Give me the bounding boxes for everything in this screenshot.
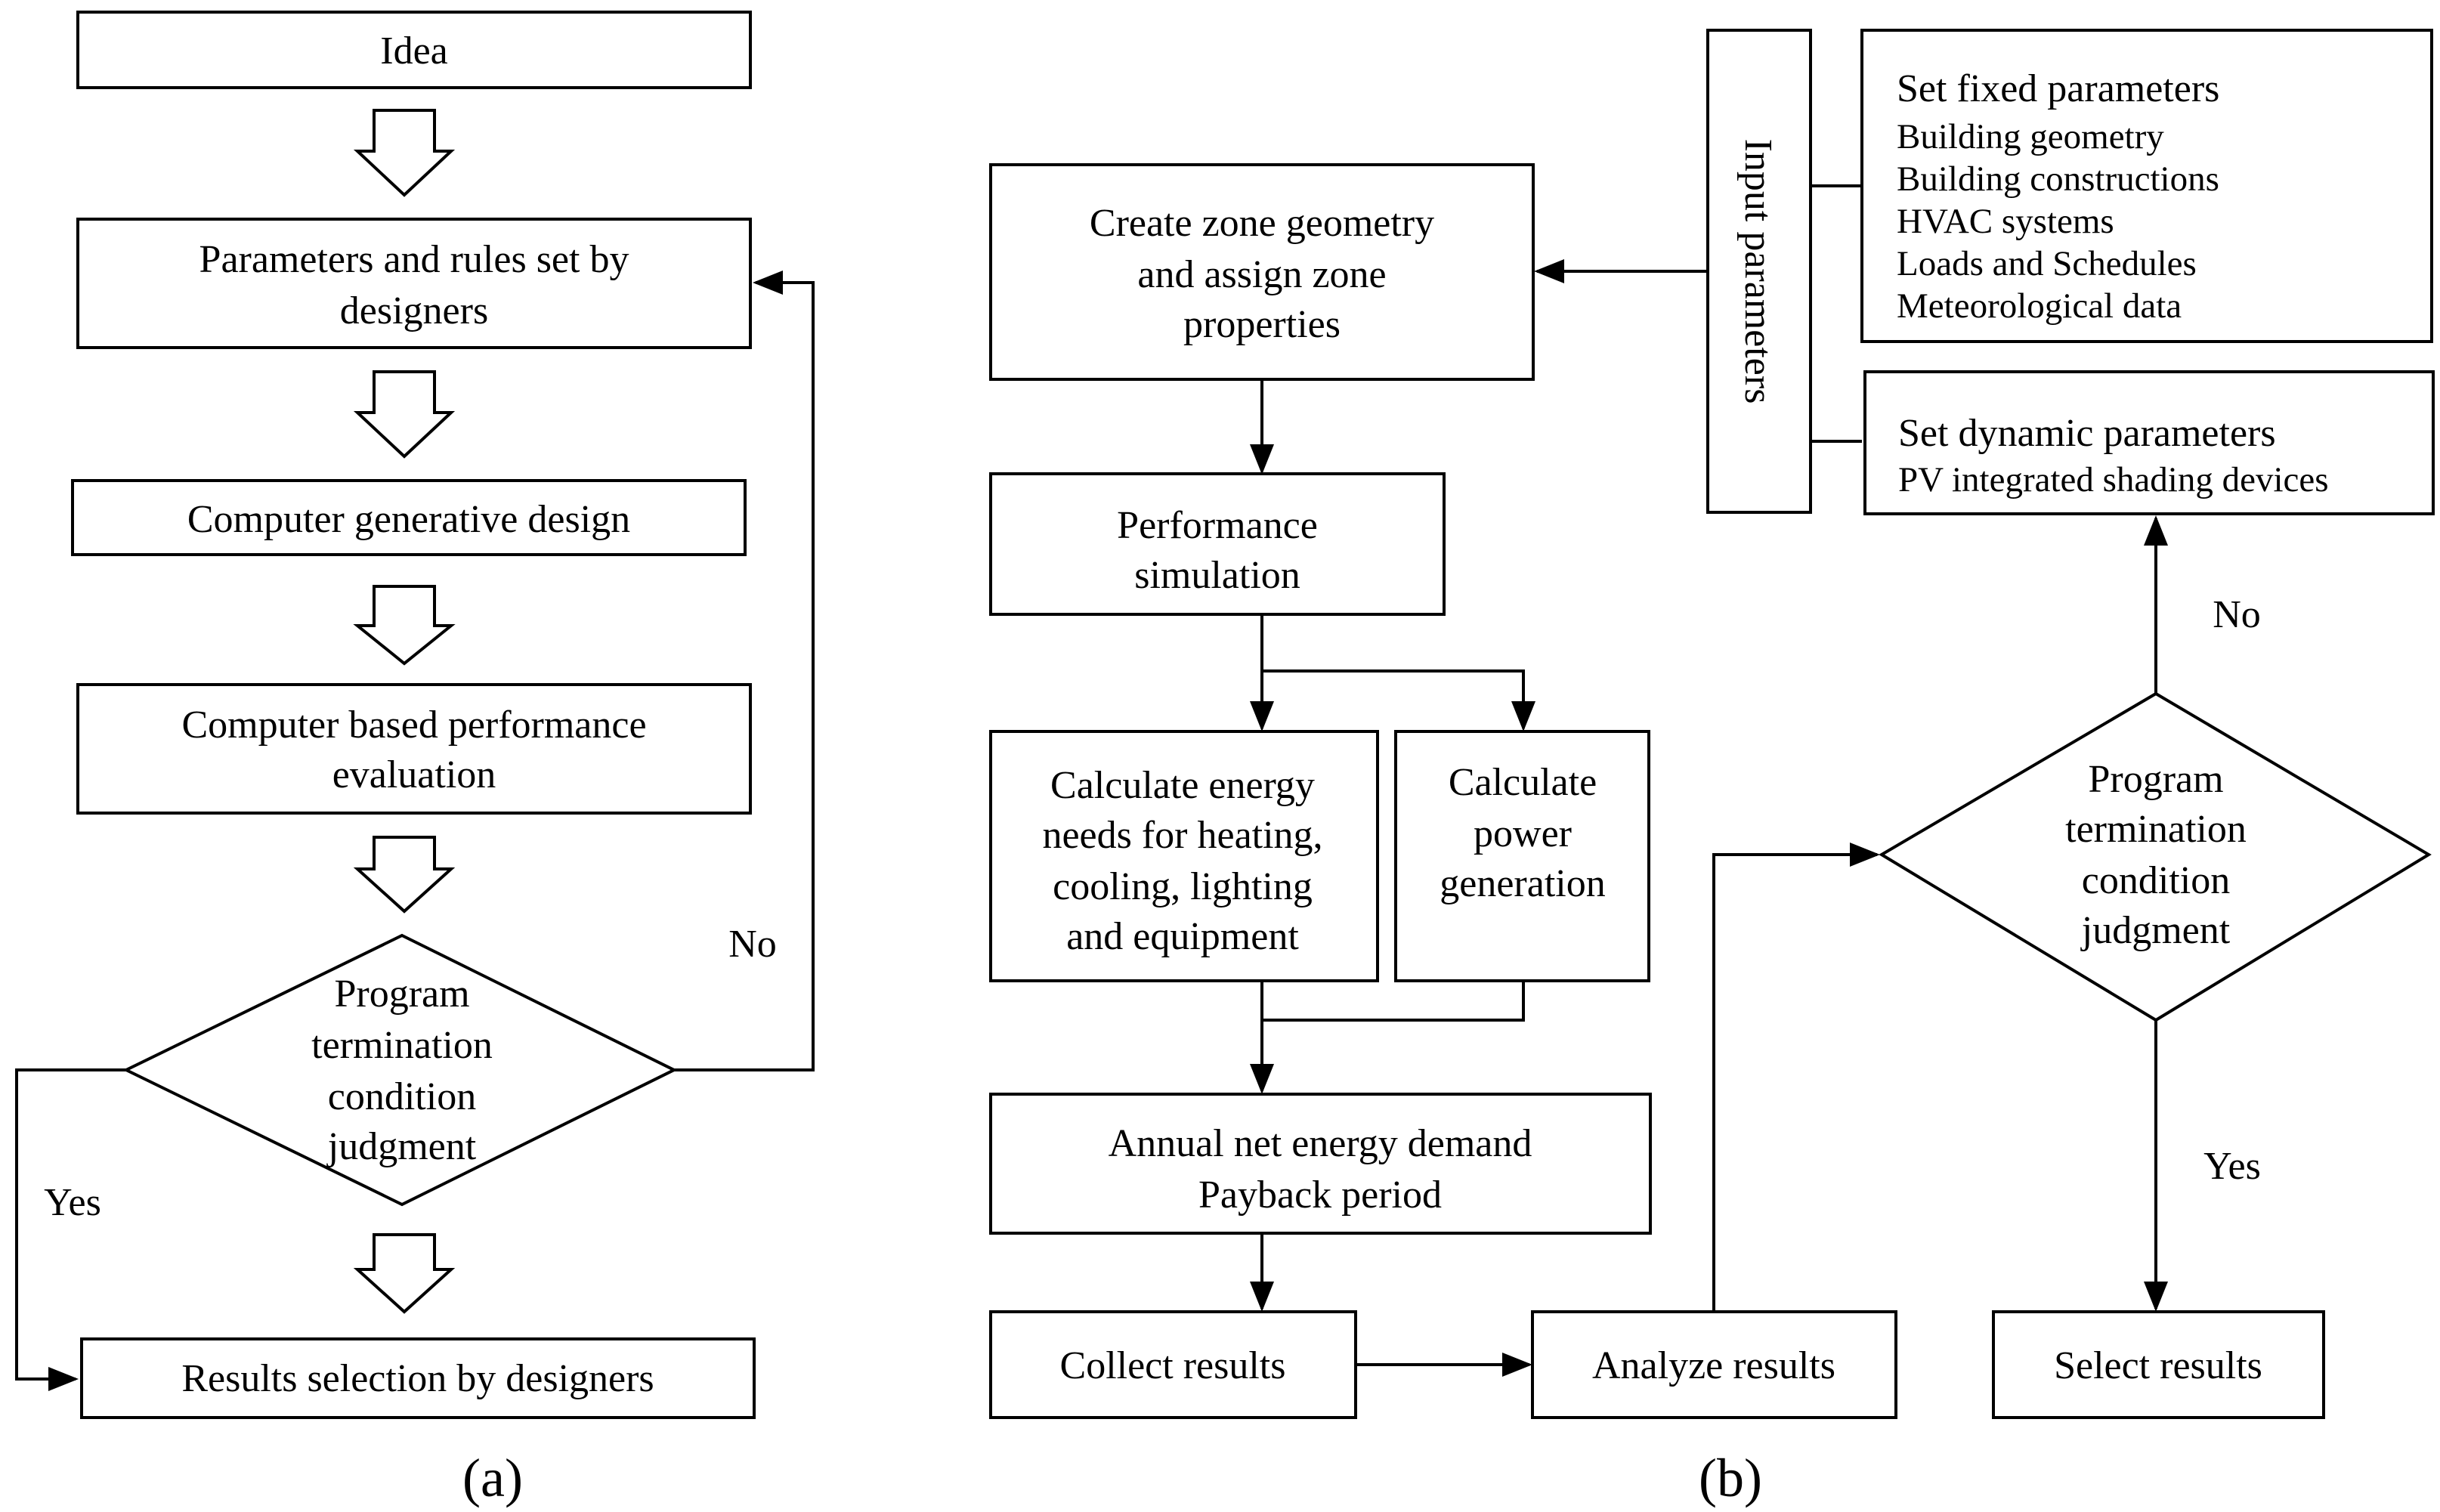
calculate-energy-line1: Calculate energy — [1050, 764, 1315, 807]
connector-arrow — [1712, 843, 1880, 1312]
fixed-parameter-item: Building constructions — [1897, 159, 2219, 199]
decision-diamond-b — [1879, 691, 2432, 1022]
fixed-parameter-item: Meteorological data — [1897, 286, 2182, 326]
performance-simulation-line1: Performance — [1117, 504, 1318, 547]
yes-label-b: Yes — [2203, 1145, 2261, 1188]
annual-demand-line2: Payback period — [1198, 1173, 1442, 1217]
no-label-b: No — [2213, 593, 2261, 636]
dynamic-parameters-box — [1863, 370, 2435, 515]
generative-design-box — [71, 479, 747, 556]
analyze-results-label: Analyze results — [1592, 1344, 1835, 1387]
connector-line — [1262, 981, 1525, 1022]
performance-simulation-line2: simulation — [1134, 554, 1300, 597]
decision-b-line3: condition — [2082, 859, 2230, 902]
results-selection-label: Results selection by designers — [181, 1357, 654, 1400]
calculate-power-box — [1394, 730, 1650, 982]
create-zone-line1: Create zone geometry — [1090, 202, 1434, 245]
decision-b-line2: termination — [2065, 808, 2247, 851]
results-selection-box — [80, 1337, 756, 1419]
annual-demand-box — [989, 1093, 1652, 1235]
calculate-energy-line2: needs for heating, — [1042, 814, 1322, 857]
create-zone-line2: and assign zone — [1137, 253, 1386, 296]
analyze-results-box — [1531, 1310, 1897, 1419]
decision-line1: Program — [334, 972, 469, 1016]
decision-b-line1: Program — [2088, 758, 2223, 801]
panel-a: Idea Parameters and rules set by designe… — [15, 11, 815, 1508]
decision-line3: condition — [328, 1075, 476, 1118]
panel-b: Create zone geometry and assign zone pro… — [989, 29, 2435, 1508]
performance-simulation-box — [989, 472, 1446, 616]
performance-evaluation-box — [76, 683, 752, 815]
hollow-down-arrow — [353, 585, 456, 666]
generative-design-label: Computer generative design — [187, 498, 630, 541]
parameters-rules-box — [76, 218, 752, 349]
hollow-down-arrow — [353, 109, 456, 197]
fixed-parameter-item: Loads and Schedules — [1897, 244, 2197, 283]
select-results-box — [1992, 1310, 2325, 1419]
create-zone-line3: properties — [1183, 303, 1341, 346]
idea-label: Idea — [380, 29, 447, 73]
performance-evaluation-line1: Computer based performance — [181, 703, 646, 747]
calculate-power-line2: power — [1474, 812, 1572, 855]
connector-arrow — [1262, 669, 1535, 731]
select-results-label: Select results — [2054, 1344, 2262, 1387]
hollow-down-arrow — [353, 370, 456, 459]
input-parameters-box — [1706, 29, 1812, 514]
dynamic-parameter-item: PV integrated shading devices — [1898, 460, 2329, 499]
idea-box — [76, 11, 752, 89]
decision-b-line4: judgment — [2080, 909, 2231, 952]
decision-line4: judgment — [326, 1125, 477, 1168]
fixed-parameters-title: Set fixed parameters — [1897, 67, 2219, 110]
calculate-energy-box — [989, 730, 1379, 982]
calculate-power-line3: generation — [1440, 862, 1605, 905]
hollow-down-arrow — [353, 1233, 456, 1314]
decision-line2: termination — [311, 1024, 493, 1067]
calculate-power-line1: Calculate — [1449, 761, 1597, 804]
parameters-rules-line2: designers — [340, 289, 488, 332]
yes-label: Yes — [44, 1181, 101, 1224]
decision-diamond — [122, 933, 678, 1207]
calculate-energy-line4: and equipment — [1066, 915, 1299, 958]
annual-demand-line1: Annual net energy demand — [1109, 1122, 1532, 1165]
no-loop-arrow — [674, 271, 815, 1071]
parameters-rules-line1: Parameters and rules set by — [199, 238, 629, 281]
fixed-parameter-item: Building geometry — [1897, 117, 2164, 156]
fixed-parameter-item: HVAC systems — [1897, 202, 2114, 241]
input-parameters-label: Input parameters — [1736, 139, 1780, 404]
hollow-down-arrow — [353, 836, 456, 914]
no-label: No — [728, 923, 777, 966]
yes-path-arrow — [15, 1068, 126, 1391]
performance-evaluation-line2: evaluation — [332, 753, 496, 796]
calculate-energy-line3: cooling, lighting — [1053, 865, 1313, 908]
collect-results-label: Collect results — [1060, 1344, 1286, 1387]
panel-b-caption: (b) — [1699, 1448, 1762, 1508]
panel-a-caption: (a) — [462, 1448, 523, 1508]
collect-results-box — [989, 1310, 1357, 1419]
fixed-parameters-box — [1860, 29, 2433, 343]
dynamic-parameters-title: Set dynamic parameters — [1898, 412, 2276, 455]
